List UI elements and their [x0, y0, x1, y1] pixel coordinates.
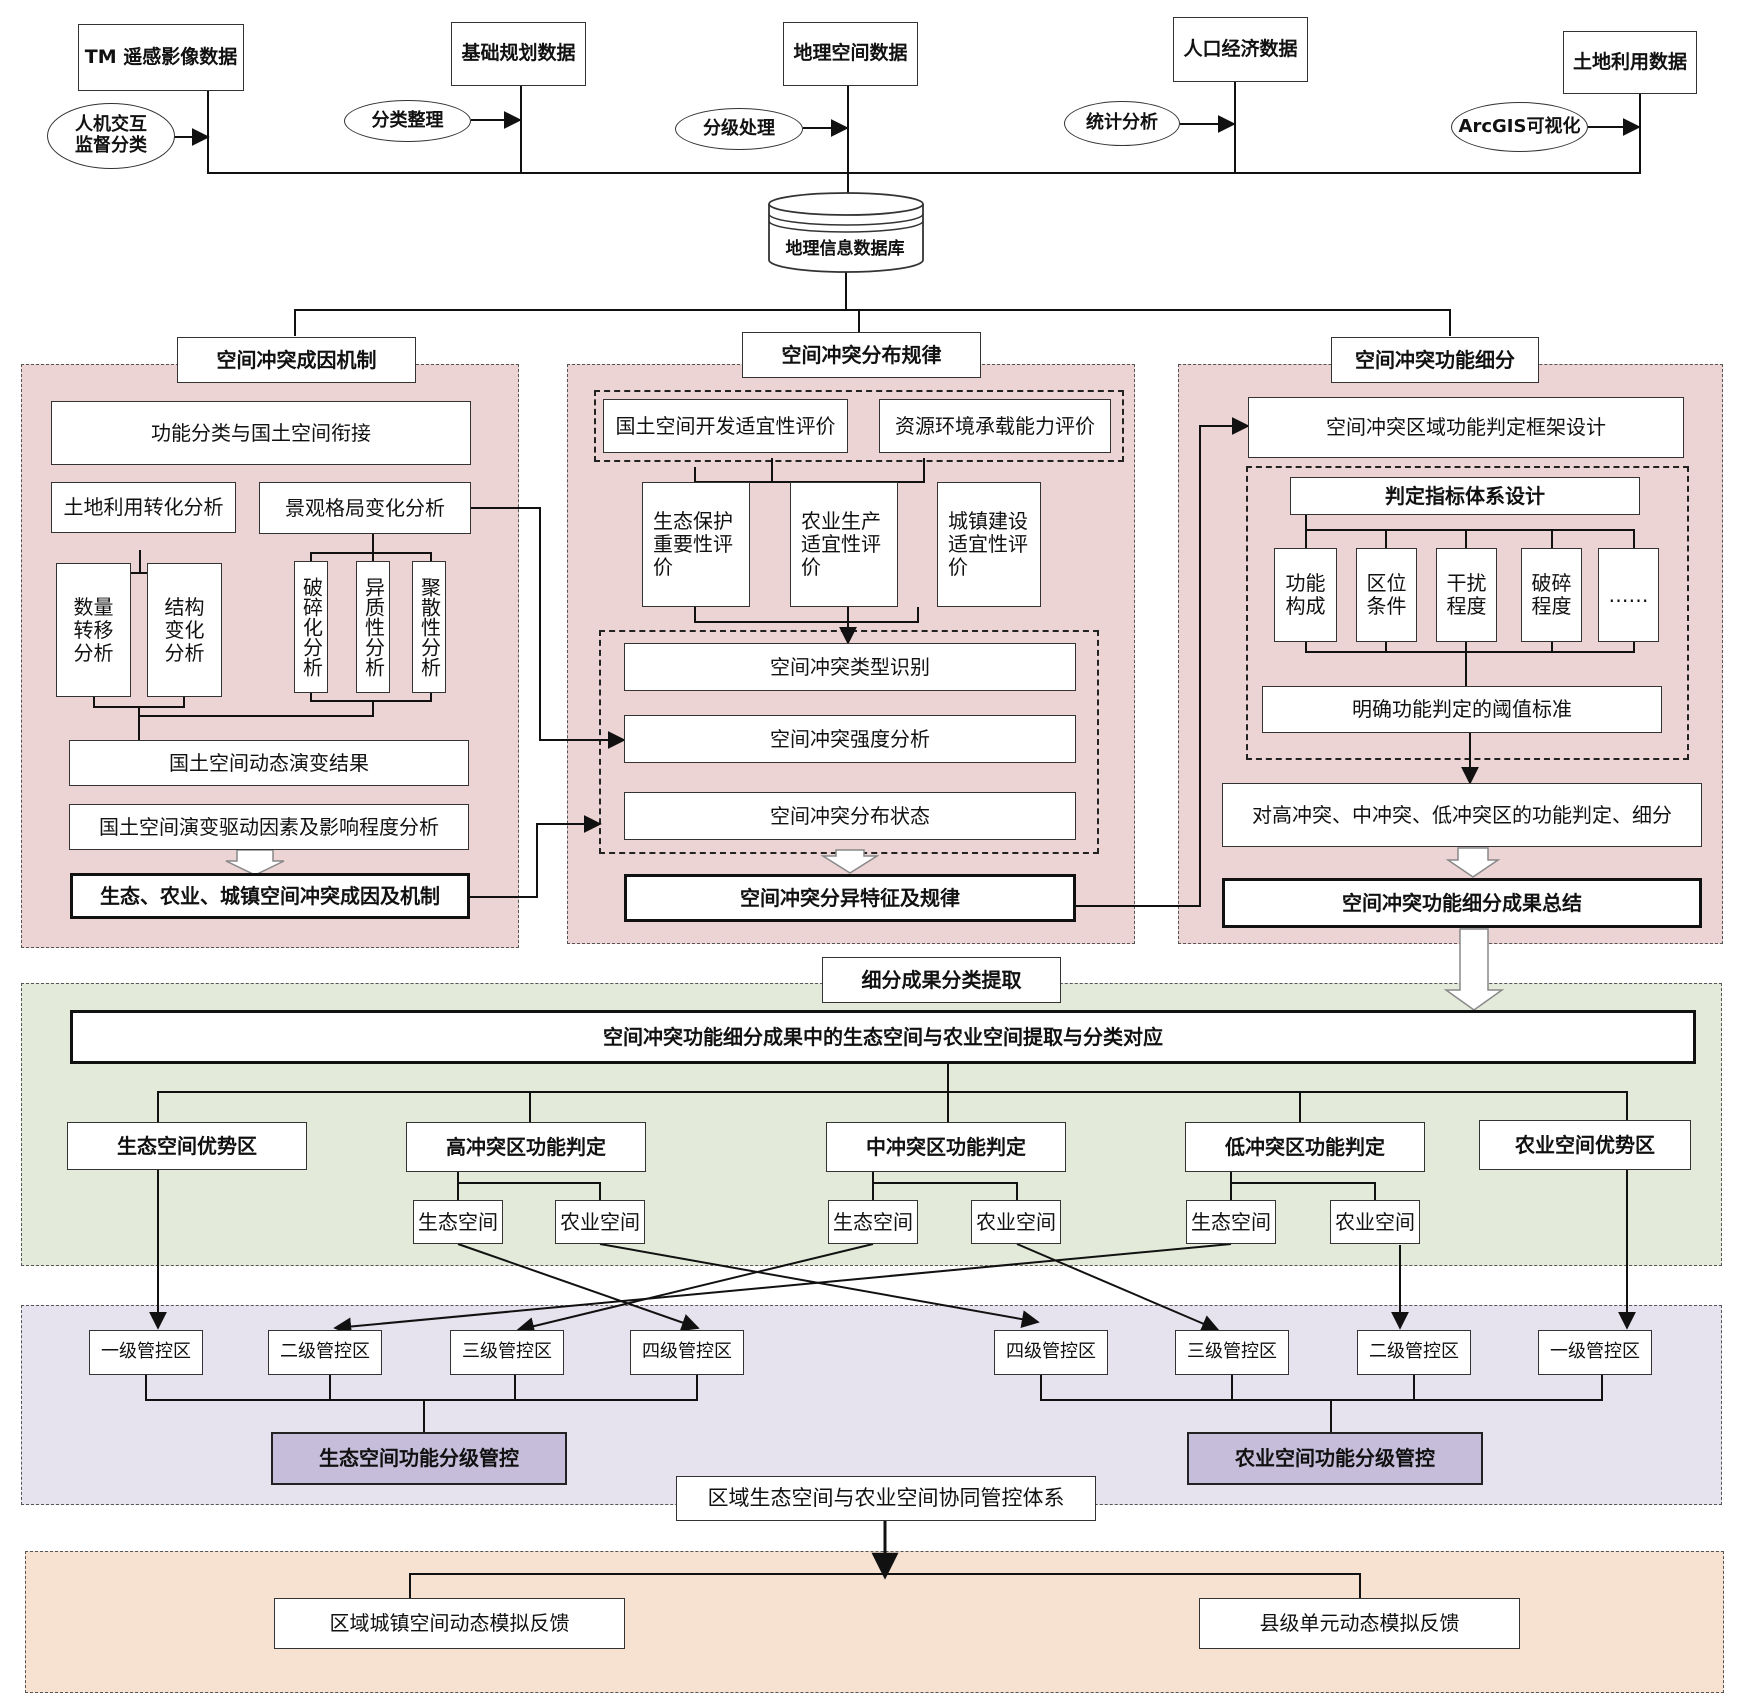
- urban-feedback-box: 区域城镇空间动态模拟反馈: [274, 1598, 625, 1649]
- driving-factors-box: 国土空间演变驱动因素及影响程度分析: [69, 804, 469, 850]
- index-system-box: 判定指标体系设计: [1290, 477, 1640, 515]
- structure-change-box: 结构变化分析: [147, 563, 222, 697]
- subdivision-result-box: 空间冲突功能细分成果总结: [1222, 878, 1702, 928]
- agri-advantage-box: 农业空间优势区: [1479, 1120, 1691, 1170]
- high-eco-space-box: 生态空间: [413, 1200, 503, 1244]
- heterogeneity-box: 异质性分析: [356, 561, 390, 693]
- agri-level3-box: 三级管控区: [1175, 1330, 1289, 1375]
- landscape-pattern-box: 景观格局变化分析: [259, 482, 471, 534]
- mid-conflict-box: 中冲突区功能判定: [826, 1122, 1066, 1172]
- fragmentation-degree-box: 破碎程度: [1521, 548, 1582, 642]
- eco-protection-box: 生态保护重要性评价: [642, 482, 750, 607]
- low-eco-space-box: 生态空间: [1186, 1200, 1276, 1244]
- distribution-result-box: 空间冲突分异特征及规律: [624, 874, 1076, 922]
- eco-control-box: 生态空间功能分级管控: [271, 1432, 567, 1485]
- agri-level2-box: 二级管控区: [1357, 1330, 1471, 1375]
- landuse-transition-box: 土地利用转化分析: [51, 482, 236, 533]
- eco-level1-box: 一级管控区: [89, 1330, 203, 1375]
- conflict-judgment-box: 对高冲突、中冲突、低冲突区的功能判定、细分: [1222, 783, 1702, 847]
- county-feedback-box: 县级单元动态模拟反馈: [1199, 1598, 1520, 1649]
- statistics-ellipse: 统计分析: [1064, 101, 1180, 146]
- mechanism-result-box: 生态、农业、城镇空间冲突成因及机制: [70, 873, 470, 919]
- mid-agri-space-box: 农业空间: [971, 1200, 1061, 1244]
- agri-control-box: 农业空间功能分级管控: [1187, 1432, 1483, 1485]
- low-agri-space-box: 农业空间: [1330, 1200, 1420, 1244]
- threshold-box: 明确功能判定的阈值标准: [1262, 686, 1662, 733]
- supervised-classification-ellipse: 人机交互 监督分类: [47, 103, 175, 169]
- extraction-title: 细分成果分类提取: [822, 957, 1061, 1003]
- conflict-intensity-box: 空间冲突强度分析: [624, 715, 1076, 763]
- agri-level4-box: 四级管控区: [994, 1330, 1108, 1375]
- database-label: 地理信息数据库: [785, 239, 905, 260]
- framework-design-box: 空间冲突区域功能判定框架设计: [1248, 397, 1684, 458]
- tm-data-box: TM 遥感影像数据: [78, 24, 244, 91]
- grading-ellipse: 分级处理: [675, 108, 803, 150]
- urban-suitability-box: 城镇建设适宜性评价: [937, 482, 1041, 607]
- eco-level2-box: 二级管控区: [268, 1330, 382, 1375]
- subdivision-title: 空间冲突功能细分: [1331, 337, 1539, 383]
- coordinated-control-box: 区域生态空间与农业空间协同管控体系: [676, 1476, 1096, 1521]
- landuse-data-box: 土地利用数据: [1563, 31, 1697, 94]
- disturbance-degree-box: 干扰程度: [1436, 548, 1497, 642]
- conflict-type-box: 空间冲突类型识别: [624, 643, 1076, 691]
- fragmentation-box: 破碎化分析: [294, 561, 328, 693]
- eco-level3-box: 三级管控区: [450, 1330, 564, 1375]
- eco-advantage-box: 生态空间优势区: [67, 1122, 307, 1170]
- quantity-transfer-box: 数量转移分析: [56, 563, 131, 697]
- mechanism-title: 空间冲突成因机制: [177, 337, 416, 383]
- agri-level1-box: 一级管控区: [1538, 1330, 1652, 1375]
- high-conflict-box: 高冲突区功能判定: [406, 1122, 646, 1172]
- development-suitability-box: 国土空间开发适宜性评价: [603, 399, 848, 453]
- high-agri-space-box: 农业空间: [555, 1200, 645, 1244]
- aggregation-box: 聚散性分析: [412, 561, 446, 693]
- dynamic-evolution-box: 国土空间动态演变结果: [69, 740, 469, 786]
- ellipsis-box: ……: [1598, 548, 1659, 642]
- classify-ellipse: 分类整理: [344, 100, 471, 142]
- population-data-box: 人口经济数据: [1173, 17, 1308, 82]
- planning-data-box: 基础规划数据: [451, 22, 586, 86]
- eco-level4-box: 四级管控区: [630, 1330, 744, 1375]
- function-classification-box: 功能分类与国土空间衔接: [51, 401, 471, 465]
- agri-suitability-box: 农业生产适宜性评价: [790, 482, 898, 607]
- carrying-capacity-box: 资源环境承载能力评价: [879, 399, 1111, 453]
- extraction-main-box: 空间冲突功能细分成果中的生态空间与农业空间提取与分类对应: [70, 1010, 1696, 1064]
- distribution-title: 空间冲突分布规律: [742, 332, 981, 378]
- conflict-state-box: 空间冲突分布状态: [624, 792, 1076, 840]
- location-condition-box: 区位条件: [1356, 548, 1417, 642]
- arcgis-ellipse: ArcGIS可视化: [1451, 102, 1588, 152]
- database-icon: [768, 192, 924, 273]
- mid-eco-space-box: 生态空间: [828, 1200, 918, 1244]
- low-conflict-box: 低冲突区功能判定: [1185, 1122, 1425, 1172]
- geo-data-box: 地理空间数据: [783, 22, 918, 86]
- function-composition-box: 功能构成: [1274, 548, 1337, 642]
